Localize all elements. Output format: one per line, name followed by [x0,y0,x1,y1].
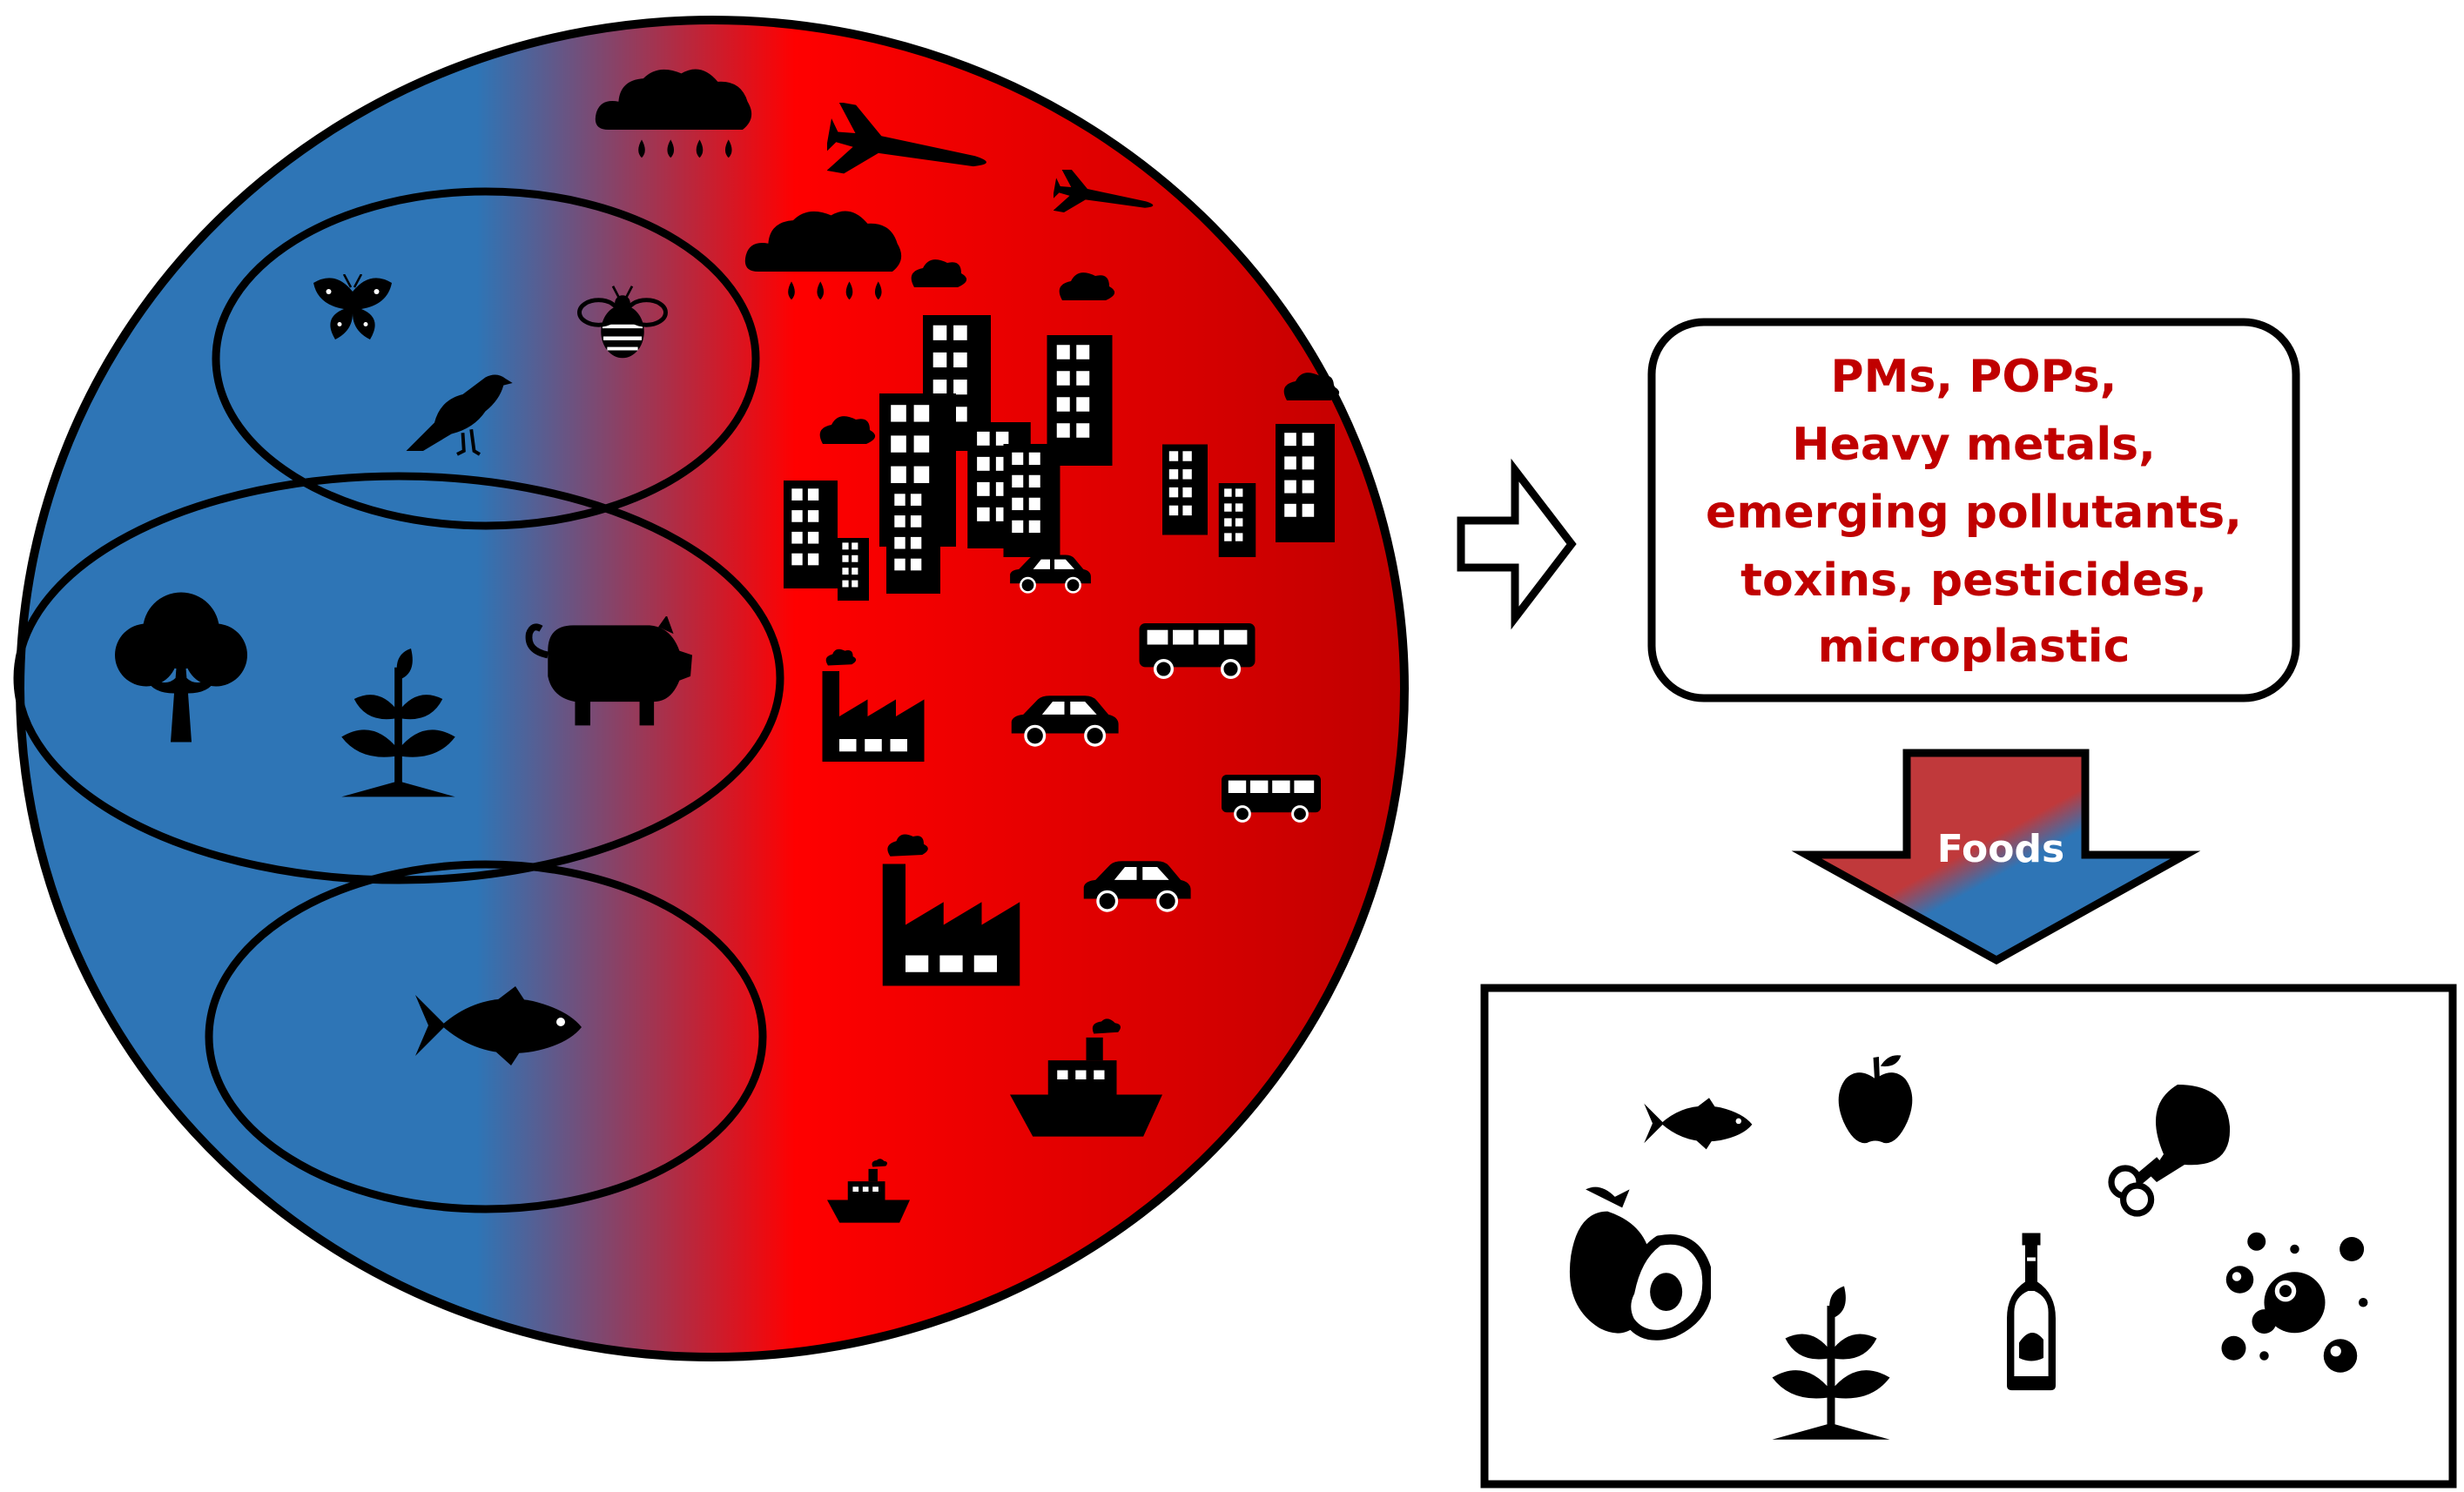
environment-circle [16,16,1409,1361]
air-biota-oval [212,187,760,530]
pollutant-line-1: PMs, POPs, [1831,351,2117,403]
land-biota-oval [13,472,784,884]
city-buildings-icon [784,259,1340,601]
water-biota-oval [205,860,767,1213]
pollutant-line-2: Heavy metals, [1792,419,2156,471]
foods-label: Foods [1937,827,2064,871]
foods-arrow: Foods [1791,749,2201,965]
foods-box [1480,984,2457,1489]
pollutant-line-3: emerging pollutants, [1706,487,2242,539]
pollutant-line-4: toxins, pesticides, [1740,554,2207,607]
pollutant-line-5: microplastic [1818,621,2131,673]
pollutants-box: PMs, POPs, Heavy metals, emerging pollut… [1647,318,2300,702]
outline-right-arrow [1457,458,1577,630]
